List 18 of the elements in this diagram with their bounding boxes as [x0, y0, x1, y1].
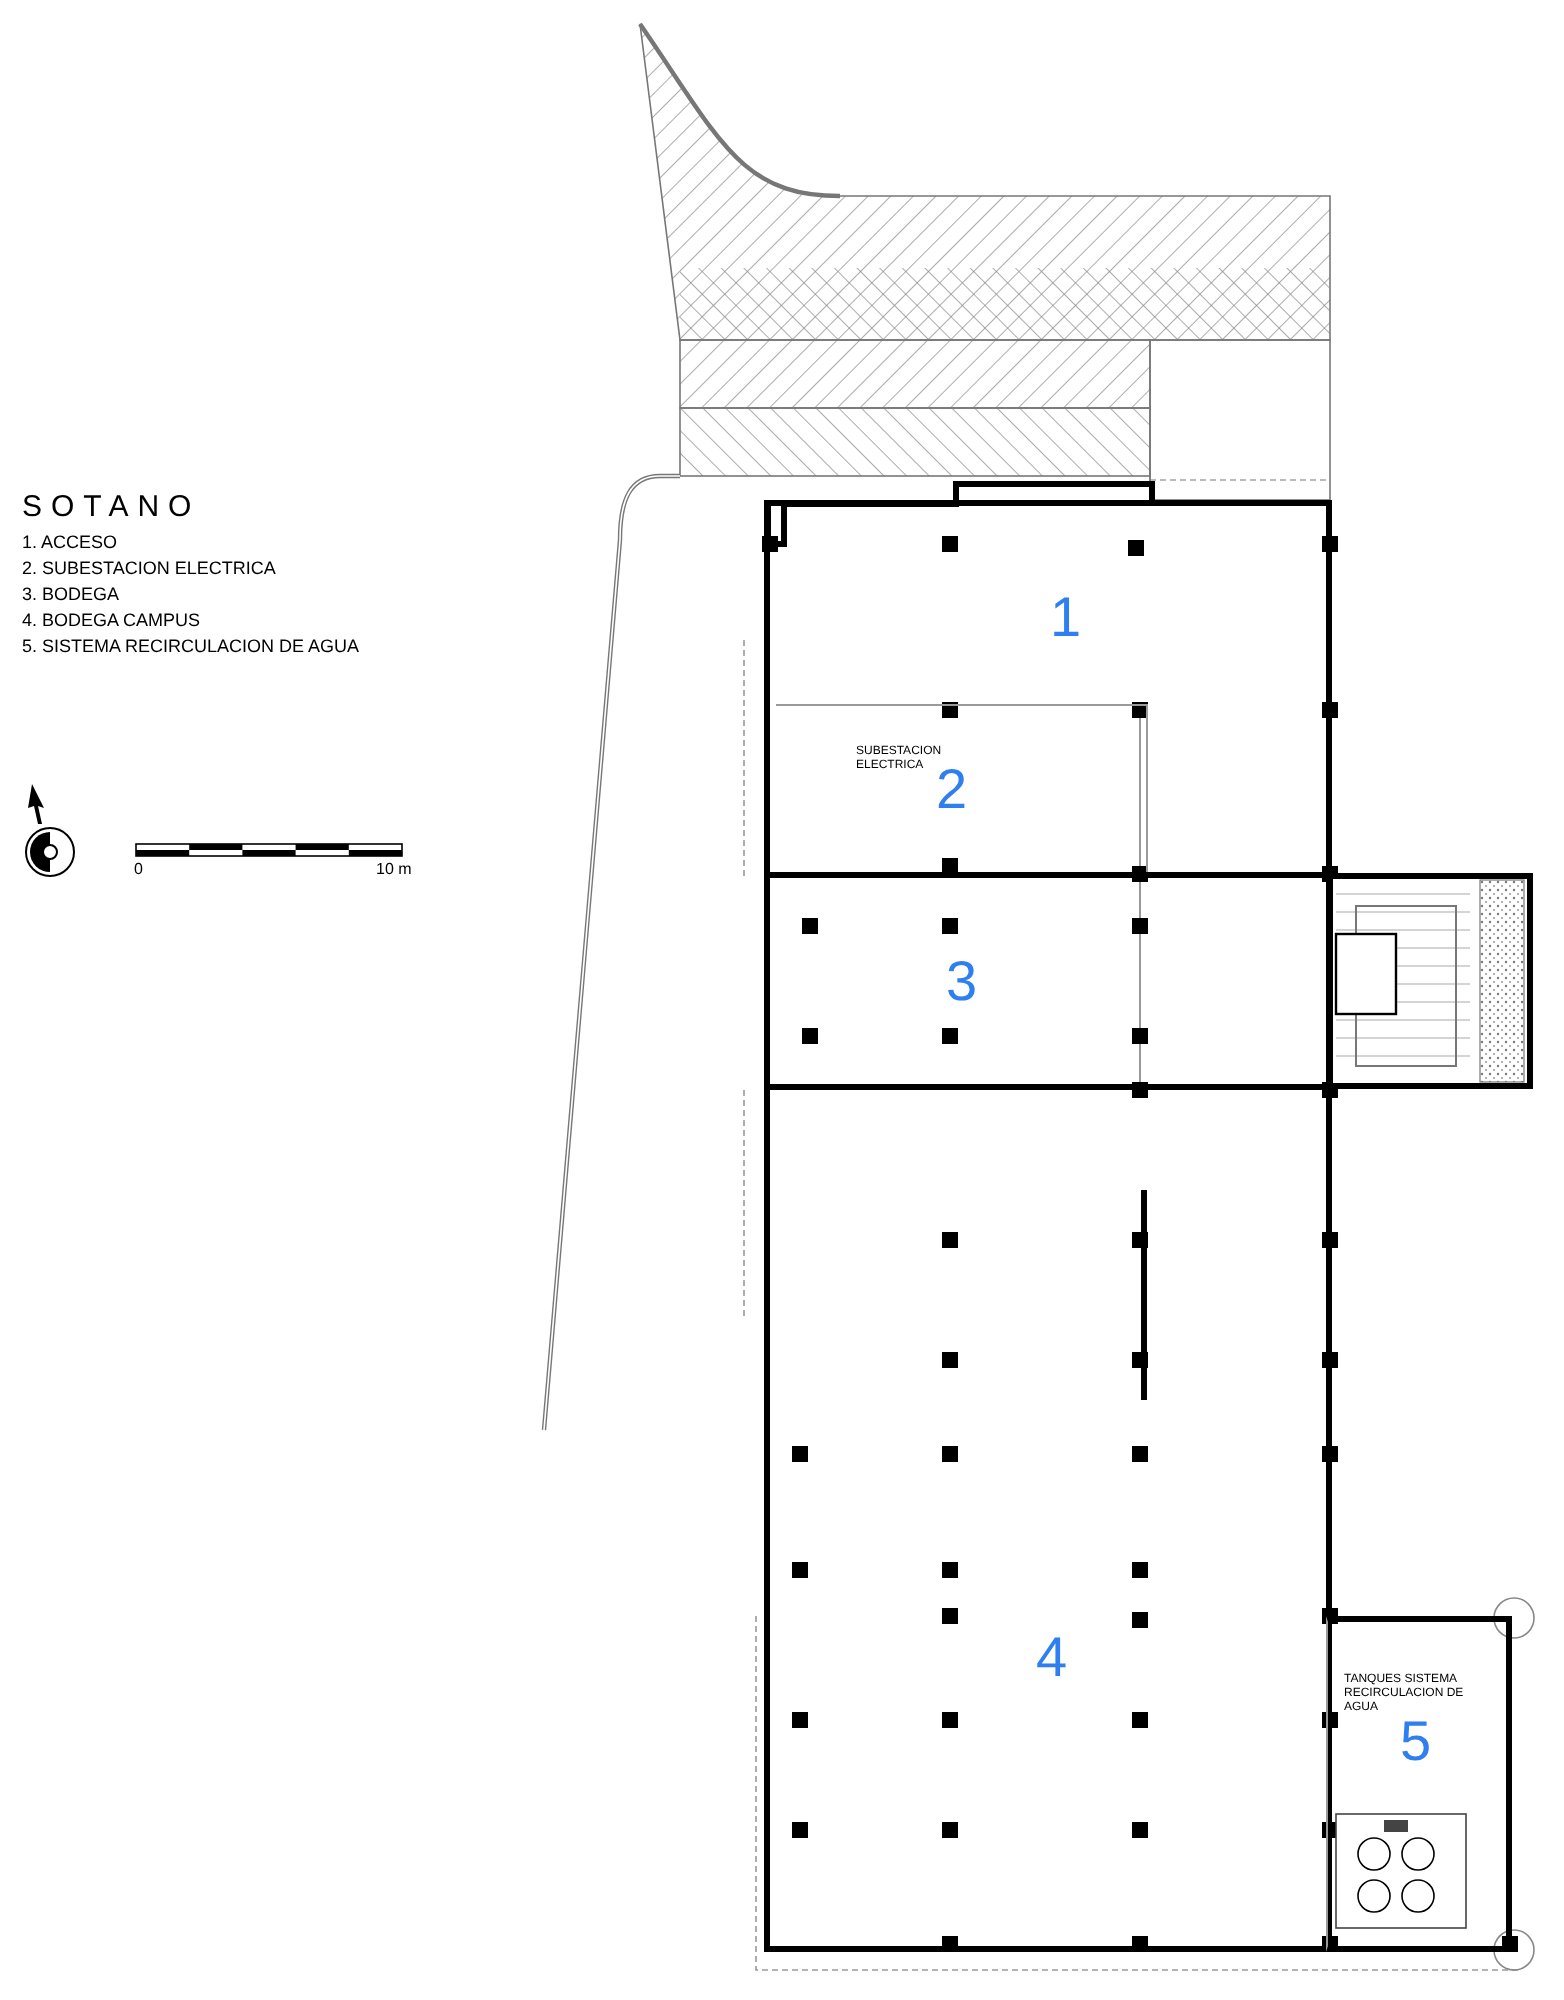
room-number: 2 [936, 762, 968, 818]
room-number: 5 [1400, 1714, 1432, 1770]
legend-item: 2. SUBESTACION ELECTRICA [22, 556, 278, 582]
scale-label: 0 [134, 862, 143, 878]
legend-item: 1. ACCESO [22, 530, 120, 556]
room-outline [764, 500, 1332, 878]
room-number: 1 [1050, 590, 1082, 646]
room-outline [776, 704, 1148, 878]
room-outline [1326, 1616, 1512, 1952]
room-outline [764, 872, 1332, 1090]
legend-item: 3. BODEGA [22, 582, 122, 608]
legend-item: 4. BODEGA CAMPUS [22, 608, 203, 634]
plan-title: SOTANO [22, 492, 203, 522]
room-number: 4 [1036, 1630, 1068, 1686]
room-number: 3 [946, 954, 978, 1010]
scale-label: 10 m [376, 862, 412, 878]
room-outline [764, 1084, 1332, 1952]
legend-item: 5. SISTEMA RECIRCULACION DE AGUA [22, 634, 360, 660]
